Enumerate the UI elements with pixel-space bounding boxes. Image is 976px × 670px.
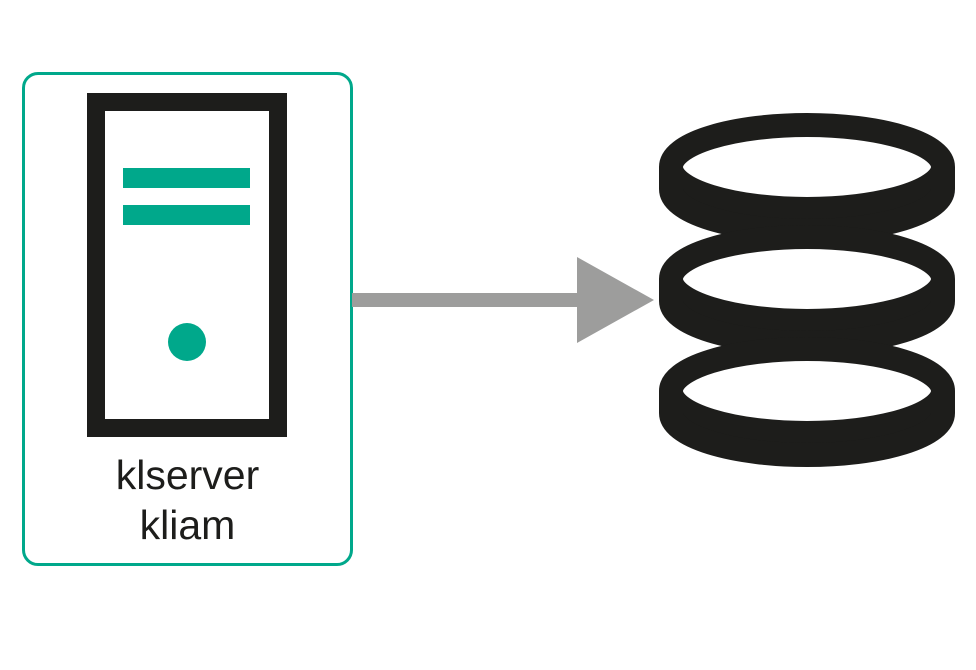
- database-icon: [659, 113, 955, 467]
- database-disk-middle: [659, 225, 955, 355]
- server-tower-icon: [87, 93, 287, 437]
- server-case: [87, 93, 287, 437]
- database-disk-top: [659, 113, 955, 243]
- server-node: klserver kliam: [22, 72, 353, 566]
- node-label: klserver kliam: [25, 450, 350, 550]
- node-label-line1: klserver: [115, 452, 260, 498]
- database-disk-bottom: [659, 337, 955, 467]
- node-label-line2: kliam: [139, 502, 236, 548]
- arrow-right-icon: [352, 257, 654, 343]
- server-slot-bar: [123, 205, 250, 225]
- server-power-dot: [168, 323, 206, 361]
- arrow-shape: [352, 257, 654, 343]
- server-slot-bar: [123, 168, 250, 188]
